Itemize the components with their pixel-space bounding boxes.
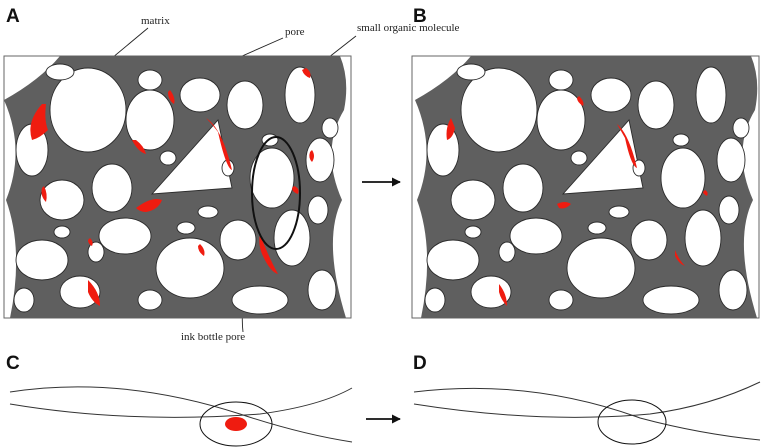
pore-circle-d: [597, 399, 667, 445]
ink-bottle-highlight: [251, 136, 301, 250]
label-matrix: matrix: [141, 15, 170, 27]
panel-label-d: D: [413, 353, 427, 374]
fiber-upper: [9, 386, 353, 443]
organic-molecules-a: [30, 68, 314, 306]
label-pore: pore: [285, 26, 305, 38]
label-ink-bottle-pore: ink bottle pore: [181, 331, 245, 343]
label-small-organic-molecule: small organic molecule: [357, 22, 460, 34]
grains: [13, 63, 339, 315]
fiber-upper-d: [413, 387, 761, 441]
panel-c-fiber: [9, 386, 353, 447]
pore-circle-c: [199, 401, 273, 447]
organic-molecule-c: [225, 417, 247, 431]
panel-a-rock: [3, 55, 352, 319]
organic-molecules-b: [446, 96, 708, 306]
panel-b-rock: [411, 55, 760, 319]
fiber-lower-d: [413, 381, 761, 418]
panel-label-c: C: [6, 353, 20, 374]
panel-label-a: A: [6, 6, 20, 27]
panel-d-fiber: [413, 381, 761, 445]
panel-label-b: B: [413, 6, 427, 27]
fiber-lower: [9, 387, 353, 418]
